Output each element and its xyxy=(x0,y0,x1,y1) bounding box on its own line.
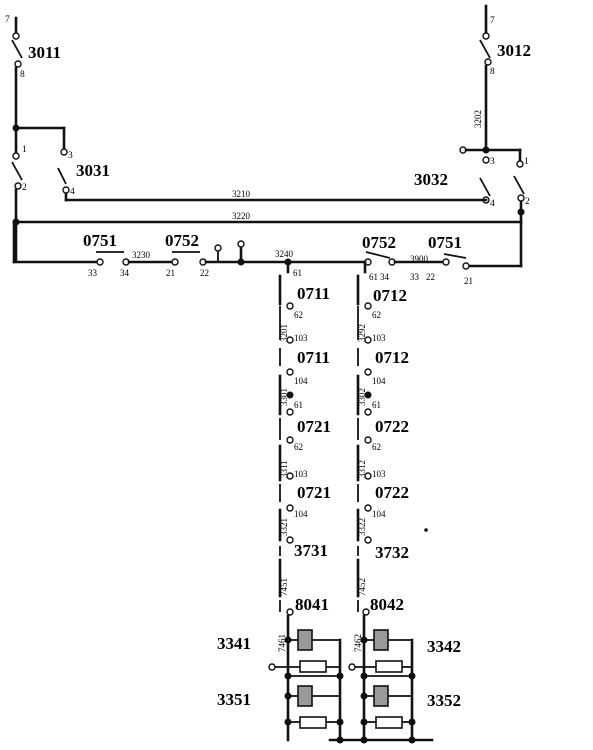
label-0722: 0722 xyxy=(375,417,409,436)
terminal-33: 33 xyxy=(88,268,98,278)
terminal-34: 34 xyxy=(120,268,130,278)
label-0751: 0751 xyxy=(428,233,462,252)
terminal-33: 33 xyxy=(410,272,420,282)
wire-3311: 3311 xyxy=(279,460,289,478)
switch-0752-left: 0752 21 22 xyxy=(165,231,222,278)
label-3342: 3342 xyxy=(427,637,461,656)
terminal-61-right: 61 xyxy=(369,272,378,282)
switch-0751-right: 0751 22 21 xyxy=(426,233,473,286)
terminal-61-left: 61 xyxy=(293,268,302,278)
wire-7451: 7451 xyxy=(279,578,289,596)
label-3732: 3732 xyxy=(375,543,409,562)
terminal-104: 104 xyxy=(372,376,386,386)
terminal-3: 3 xyxy=(68,151,73,161)
terminal-7: 7 xyxy=(490,16,495,26)
wire-3240: 3240 xyxy=(275,249,294,259)
label-0711: 0711 xyxy=(297,348,330,367)
unit-3352: 3352 xyxy=(360,672,461,729)
wire-7452: 7452 xyxy=(357,578,367,596)
disconnector-3031: 1 3 2 4 3031 xyxy=(11,124,110,262)
disconnector-3011: 7 8 3011 xyxy=(5,15,61,130)
terminal-61: 61 xyxy=(372,400,381,410)
terminal-8: 8 xyxy=(20,70,25,80)
label-3011: 3011 xyxy=(28,43,61,62)
label-3012: 3012 xyxy=(497,41,531,60)
label-3731: 3731 xyxy=(294,541,328,560)
label-0752: 0752 xyxy=(165,231,199,250)
unit-3342: 3342 xyxy=(348,629,461,673)
wire-3321: 3321 xyxy=(279,518,289,536)
label-0721: 0721 xyxy=(297,417,331,436)
terminal-4: 4 xyxy=(490,199,495,209)
label-3031: 3031 xyxy=(76,161,110,180)
label-0712: 0712 xyxy=(375,348,409,367)
disconnector-3012: 7 8 3012 3202 xyxy=(473,4,531,152)
terminal-103: 103 xyxy=(372,333,386,343)
terminal-21: 21 xyxy=(166,268,175,278)
terminal-34: 34 xyxy=(380,272,390,282)
terminal-8: 8 xyxy=(490,67,495,77)
label-3032: 3032 xyxy=(414,170,448,189)
label-8041: 8041 xyxy=(295,595,329,614)
disconnector-3032: 3 1 4 2 3032 xyxy=(414,146,530,209)
terminal-1: 1 xyxy=(22,145,27,155)
wire-3210: 3210 xyxy=(232,189,251,199)
label-0721: 0721 xyxy=(297,483,331,502)
wire-3302: 3302 xyxy=(357,388,367,406)
bus-wires: 3210 3220 xyxy=(12,189,525,268)
label-0722: 0722 xyxy=(375,483,409,502)
terminal-62: 62 xyxy=(294,310,303,320)
terminal-62: 62 xyxy=(372,442,381,452)
terminal-22: 22 xyxy=(200,268,209,278)
terminal-61: 61 xyxy=(294,400,303,410)
label-3351: 3351 xyxy=(217,690,251,709)
label-3341: 3341 xyxy=(217,634,251,653)
wire-3220: 3220 xyxy=(232,211,251,221)
terminal-62: 62 xyxy=(294,442,303,452)
terminal-104: 104 xyxy=(294,376,308,386)
terminal-2: 2 xyxy=(22,183,27,193)
wire-3230: 3230 xyxy=(132,250,151,260)
terminal-2: 2 xyxy=(525,197,530,207)
terminal-103: 103 xyxy=(294,469,308,479)
terminal-22: 22 xyxy=(426,272,435,282)
terminal-62: 62 xyxy=(372,310,381,320)
wire-3322: 3322 xyxy=(357,518,367,536)
terminal-104: 104 xyxy=(372,509,386,519)
wire-3201: 3201 xyxy=(279,324,289,342)
label-3352: 3352 xyxy=(427,691,461,710)
terminal-103: 103 xyxy=(294,333,308,343)
wire-3900: 3900 xyxy=(410,254,429,264)
wire-3292: 3292 xyxy=(357,324,367,342)
switch-0751-left: 0751 33 34 xyxy=(83,231,130,278)
label-0751: 0751 xyxy=(83,231,117,250)
wire-7462: 7462 xyxy=(353,634,363,652)
wire-3202: 3202 xyxy=(473,110,483,128)
right-chain: 0712 62 103 3292 0712 104 61 3302 0722 6… xyxy=(353,260,428,742)
wire-3301: 3301 xyxy=(279,388,289,406)
terminal-21: 21 xyxy=(464,276,473,286)
label-0712: 0712 xyxy=(373,286,407,305)
label-0752: 0752 xyxy=(362,233,396,252)
label-0711: 0711 xyxy=(297,284,330,303)
terminal-1: 1 xyxy=(524,157,529,167)
terminal-4: 4 xyxy=(70,187,75,197)
unit-3341: 3341 xyxy=(217,629,340,673)
terminal-3: 3 xyxy=(490,157,495,167)
unit-3351: 3351 xyxy=(217,672,340,729)
terminal-7: 7 xyxy=(5,15,10,25)
wire-3312: 3312 xyxy=(357,460,367,478)
terminal-103: 103 xyxy=(372,469,386,479)
label-8042: 8042 xyxy=(370,595,404,614)
terminal-104: 104 xyxy=(294,509,308,519)
switch-0752-right: 0752 34 33 61 xyxy=(362,233,420,282)
wire-7461: 7461 xyxy=(277,634,287,652)
